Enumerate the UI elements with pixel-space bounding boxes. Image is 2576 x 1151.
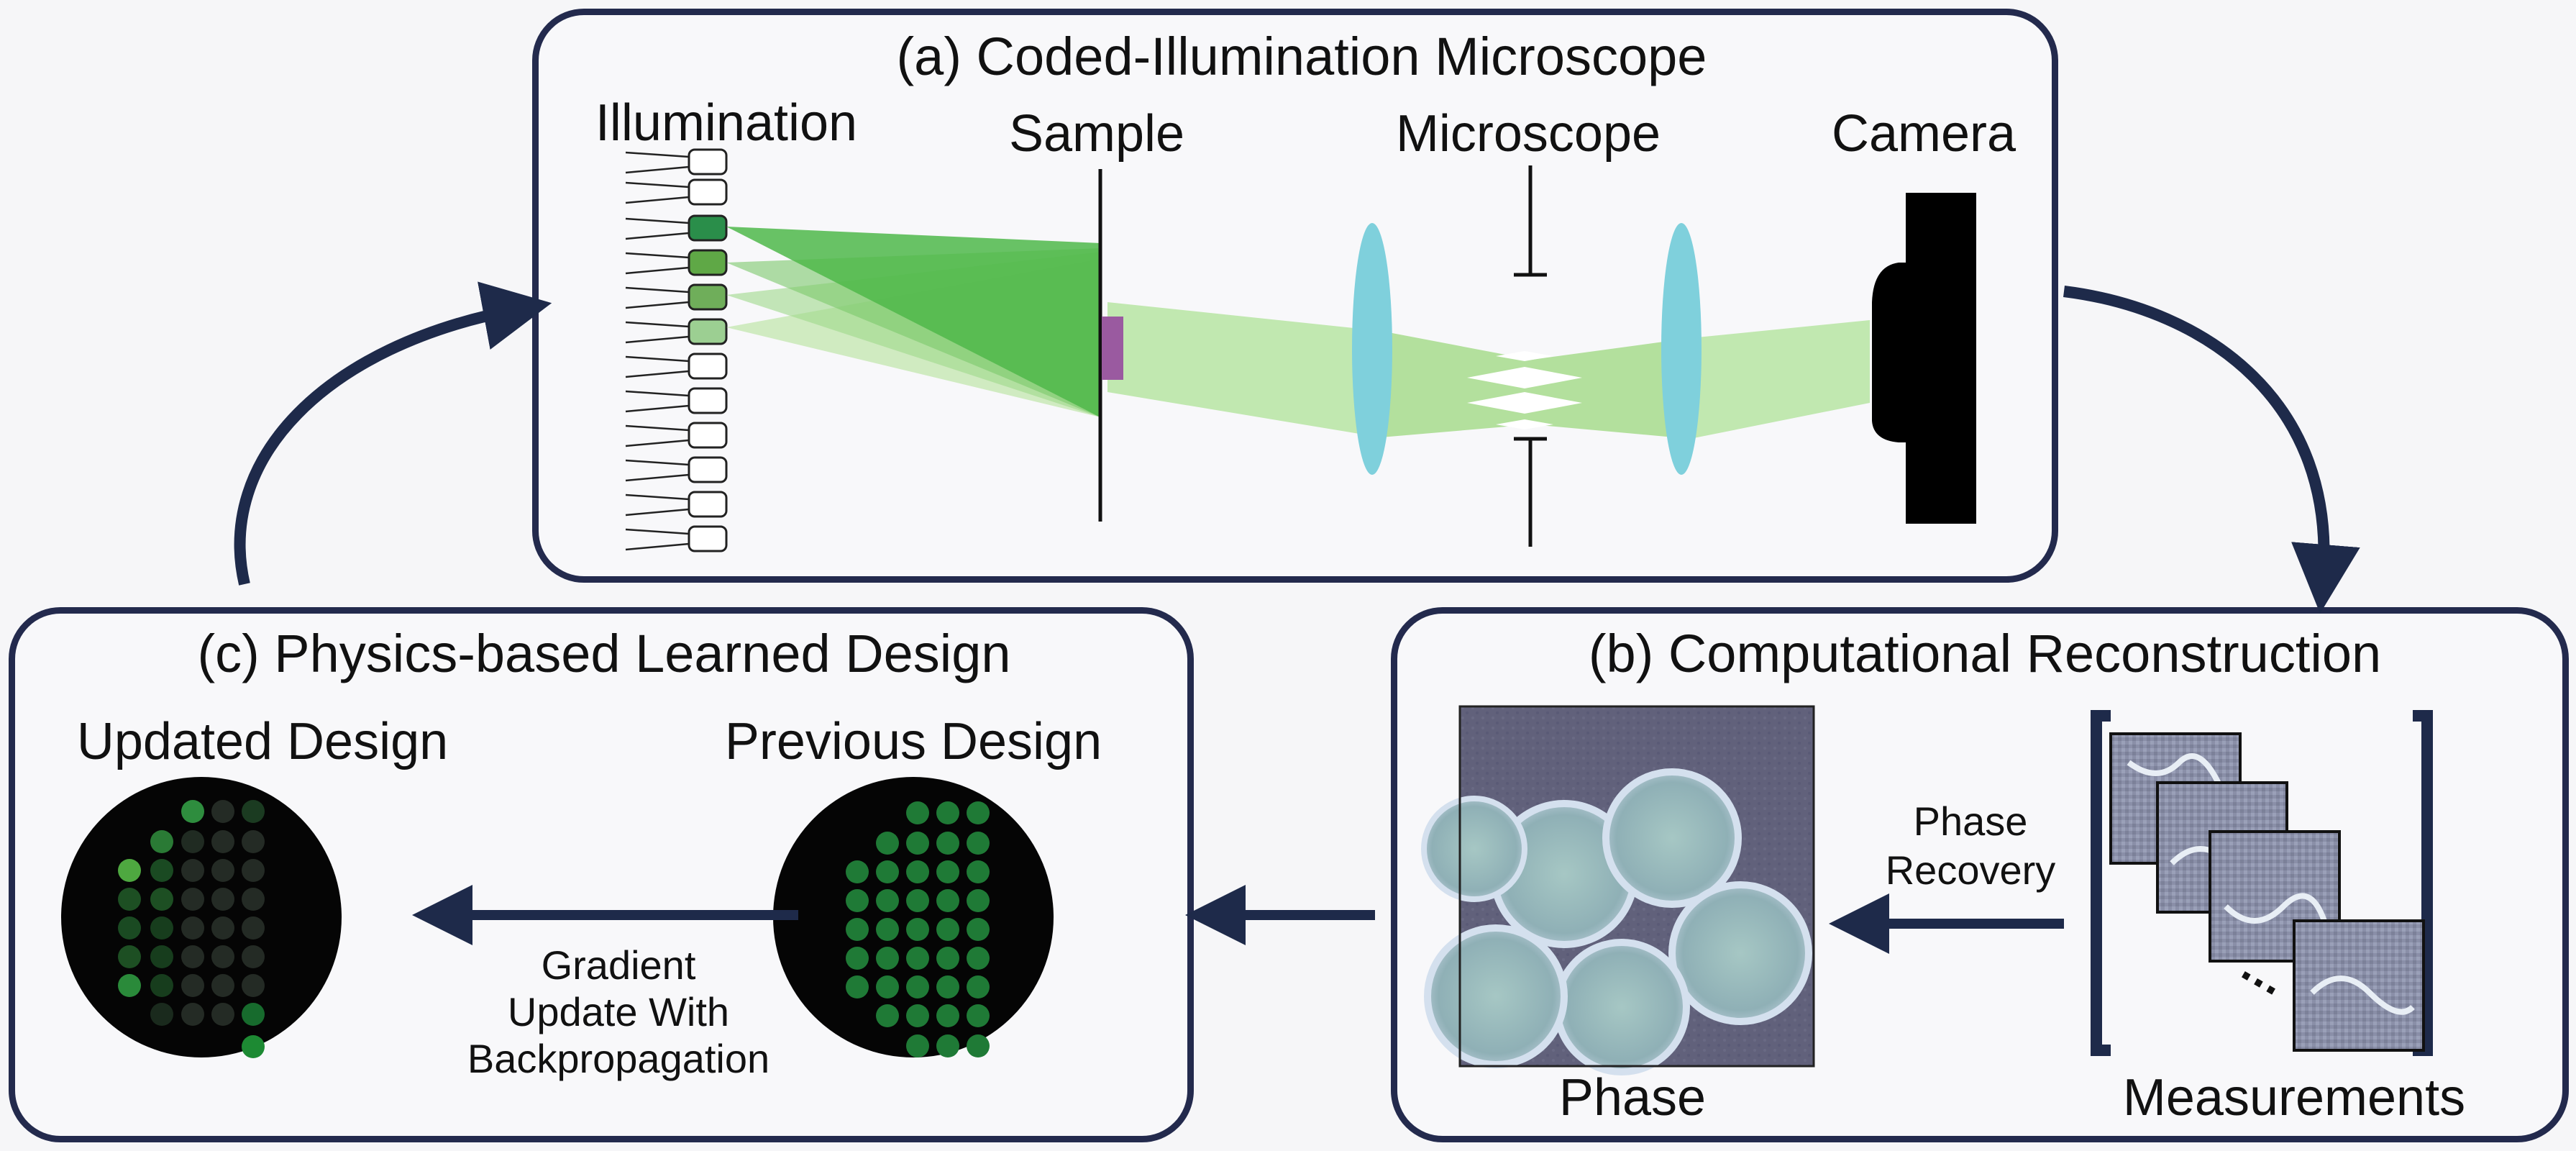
sample-label: Sample	[1008, 105, 1185, 163]
phase-recovery-label-line2: Recovery	[1885, 847, 2056, 893]
phase-label: Phase	[1558, 1069, 1707, 1127]
updated-design-label: Updated Design	[76, 713, 449, 770]
light-path	[1107, 302, 1870, 439]
panel-a-title: (a) Coded-Illumination Microscope	[896, 27, 1707, 86]
camera-body	[1872, 193, 1976, 524]
phase-image	[1421, 705, 1815, 1075]
panel-b-title: (b) Computational Reconstruction	[1588, 624, 2382, 683]
led-column	[688, 148, 728, 552]
previous-design-pattern	[773, 777, 1054, 1057]
objective-lens	[1352, 223, 1392, 475]
phase-recovery-label-line1: Phase	[1913, 799, 2028, 844]
gradient-update-label-line3: Backpropagation	[467, 1036, 770, 1081]
sample-specimen	[1102, 317, 1123, 380]
gradient-update-label-line2: Update With	[507, 989, 730, 1034]
aperture-stop	[1514, 165, 1547, 547]
arrow-c-to-a	[234, 281, 552, 586]
measurement-bracket-left	[2091, 710, 2111, 1056]
panel-c-title: (c) Physics-based Learned Design	[197, 624, 1011, 683]
arrow-a-to-b	[2063, 286, 2360, 614]
illumination-beams	[726, 227, 1100, 417]
led-array	[625, 148, 728, 552]
gradient-update-label-line1: Gradient	[541, 942, 696, 988]
updated-design-pattern	[61, 777, 342, 1058]
previous-design-label: Previous Design	[724, 713, 1102, 770]
microscope-label: Microscope	[1395, 105, 1661, 163]
illumination-label: Illumination	[595, 94, 858, 152]
measurements-label: Measurements	[2122, 1069, 2466, 1127]
camera-label: Camera	[1831, 105, 2017, 163]
tube-lens	[1661, 223, 1702, 475]
measurement-stack	[2091, 710, 2433, 1056]
